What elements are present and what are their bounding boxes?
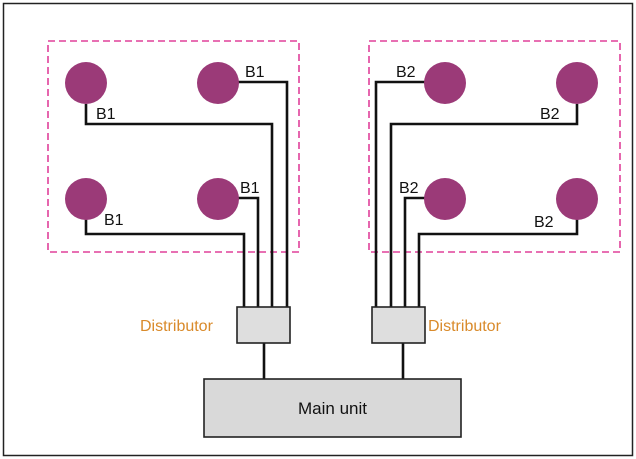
left-node-3-label: B1 (104, 212, 124, 229)
right-distributor-label: Distributor (428, 318, 502, 335)
left-node-1-cable (84, 104, 274, 313)
right-node-3-label: B2 (399, 180, 419, 197)
right-node-1-label: B2 (396, 64, 416, 81)
left-node-3 (65, 178, 107, 220)
left-node-4-label: B1 (240, 180, 260, 197)
left-node-2-cable (218, 80, 289, 313)
right-node-1-cable (374, 80, 440, 313)
left-node-2 (197, 62, 239, 104)
right-node-1 (424, 62, 466, 104)
main-unit-box (203, 378, 462, 438)
left-group-boundary (47, 40, 300, 253)
right-node-4-cable (417, 216, 579, 313)
right-node-2-label: B2 (540, 106, 560, 123)
right-distributor-box (371, 306, 426, 344)
left-node-2-label: B1 (245, 64, 265, 81)
left-node-3-cable (84, 216, 246, 313)
right-node-3 (424, 178, 466, 220)
main-unit-label: Main unit (298, 399, 367, 418)
right-node-2-cable (389, 104, 579, 313)
right-group-boundary (368, 40, 621, 253)
left-distributor-box (236, 306, 291, 344)
right-node-4 (556, 178, 598, 220)
right-node-2 (556, 62, 598, 104)
left-node-4 (197, 178, 239, 220)
left-node-1 (65, 62, 107, 104)
right-node-4-label: B2 (534, 214, 554, 231)
left-node-1-label: B1 (96, 106, 116, 123)
left-distributor-label: Distributor (140, 318, 214, 335)
